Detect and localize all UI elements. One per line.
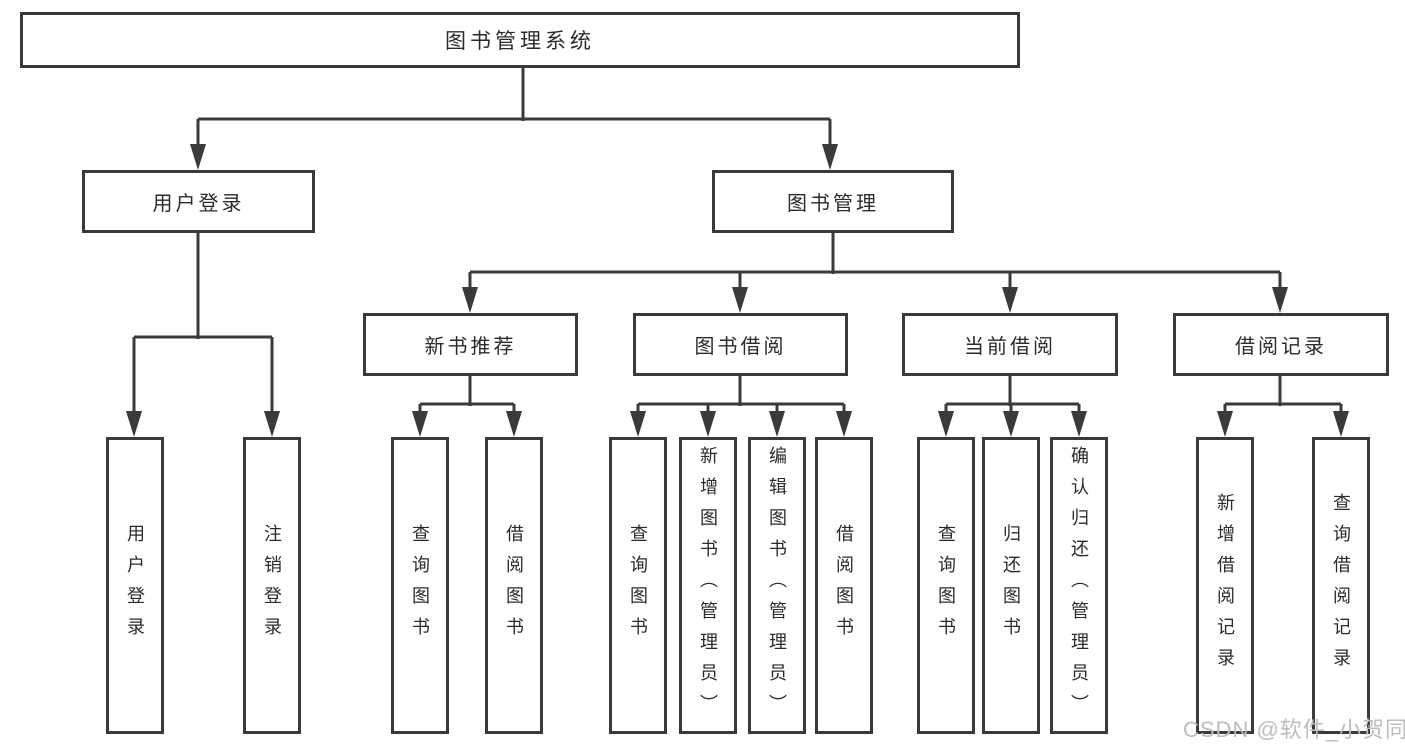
leaf-query-books-borrow: 查询图书 (609, 437, 667, 734)
leaf-edit-book-admin: 编辑图书（管理员） (748, 437, 806, 734)
arrowheads (126, 144, 1349, 437)
leaf-query-books-recommend: 查询图书 (391, 437, 449, 734)
leaf-query-books-current-label: 查询图书 (936, 523, 956, 648)
node-book-management: 图书管理 (712, 170, 954, 233)
node-book-management-label: 图书管理 (787, 193, 879, 215)
leaf-add-book-admin-label: 新增图书（管理员） (698, 446, 718, 725)
leaf-user-login: 用户登录 (106, 437, 164, 734)
leaf-logout: 注销登录 (243, 437, 301, 734)
node-new-book-recommend-label: 新书推荐 (424, 336, 517, 358)
leaf-borrow-books-recommend: 借阅图书 (485, 437, 543, 734)
leaf-query-books-borrow-label: 查询图书 (628, 523, 648, 648)
leaf-query-books-current: 查询图书 (917, 437, 975, 734)
leaf-query-borrow-record: 查询借阅记录 (1312, 437, 1370, 734)
connector-path (132, 68, 1343, 413)
node-current-borrow: 当前借阅 (902, 313, 1118, 376)
leaf-borrow-books-label: 借阅图书 (834, 523, 854, 648)
leaf-borrow-books-recommend-label: 借阅图书 (504, 523, 524, 648)
leaf-edit-book-admin-label: 编辑图书（管理员） (767, 446, 787, 725)
leaf-logout-label: 注销登录 (262, 523, 282, 648)
leaf-confirm-return-admin-label: 确认归还（管理员） (1069, 446, 1089, 725)
leaf-add-borrow-record: 新增借阅记录 (1196, 437, 1254, 734)
node-current-borrow-label: 当前借阅 (964, 336, 1056, 358)
csdn-watermark: CSDN @软件_小贺同学 (1183, 717, 1405, 742)
leaf-query-books-recommend-label: 查询图书 (410, 523, 430, 648)
leaf-return-books-label: 归还图书 (1001, 523, 1021, 648)
node-root-label: 图书管理系统 (445, 30, 595, 53)
leaf-return-books: 归还图书 (982, 437, 1040, 734)
node-user-login: 用户登录 (82, 170, 315, 233)
leaf-add-book-admin: 新增图书（管理员） (679, 437, 737, 734)
leaf-borrow-books: 借阅图书 (815, 437, 873, 734)
node-borrow-records-label: 借阅记录 (1235, 336, 1327, 358)
leaf-add-borrow-record-label: 新增借阅记录 (1215, 492, 1235, 679)
leaf-user-login-label: 用户登录 (125, 523, 145, 648)
node-book-borrow: 图书借阅 (633, 313, 848, 376)
leaf-query-borrow-record-label: 查询借阅记录 (1331, 492, 1351, 679)
node-root: 图书管理系统 (20, 12, 1020, 68)
node-borrow-records: 借阅记录 (1173, 313, 1389, 376)
node-new-book-recommend: 新书推荐 (363, 313, 578, 376)
node-book-borrow-label: 图书借阅 (694, 336, 787, 358)
leaf-confirm-return-admin: 确认归还（管理员） (1050, 437, 1108, 734)
node-user-login-label: 用户登录 (152, 193, 245, 215)
